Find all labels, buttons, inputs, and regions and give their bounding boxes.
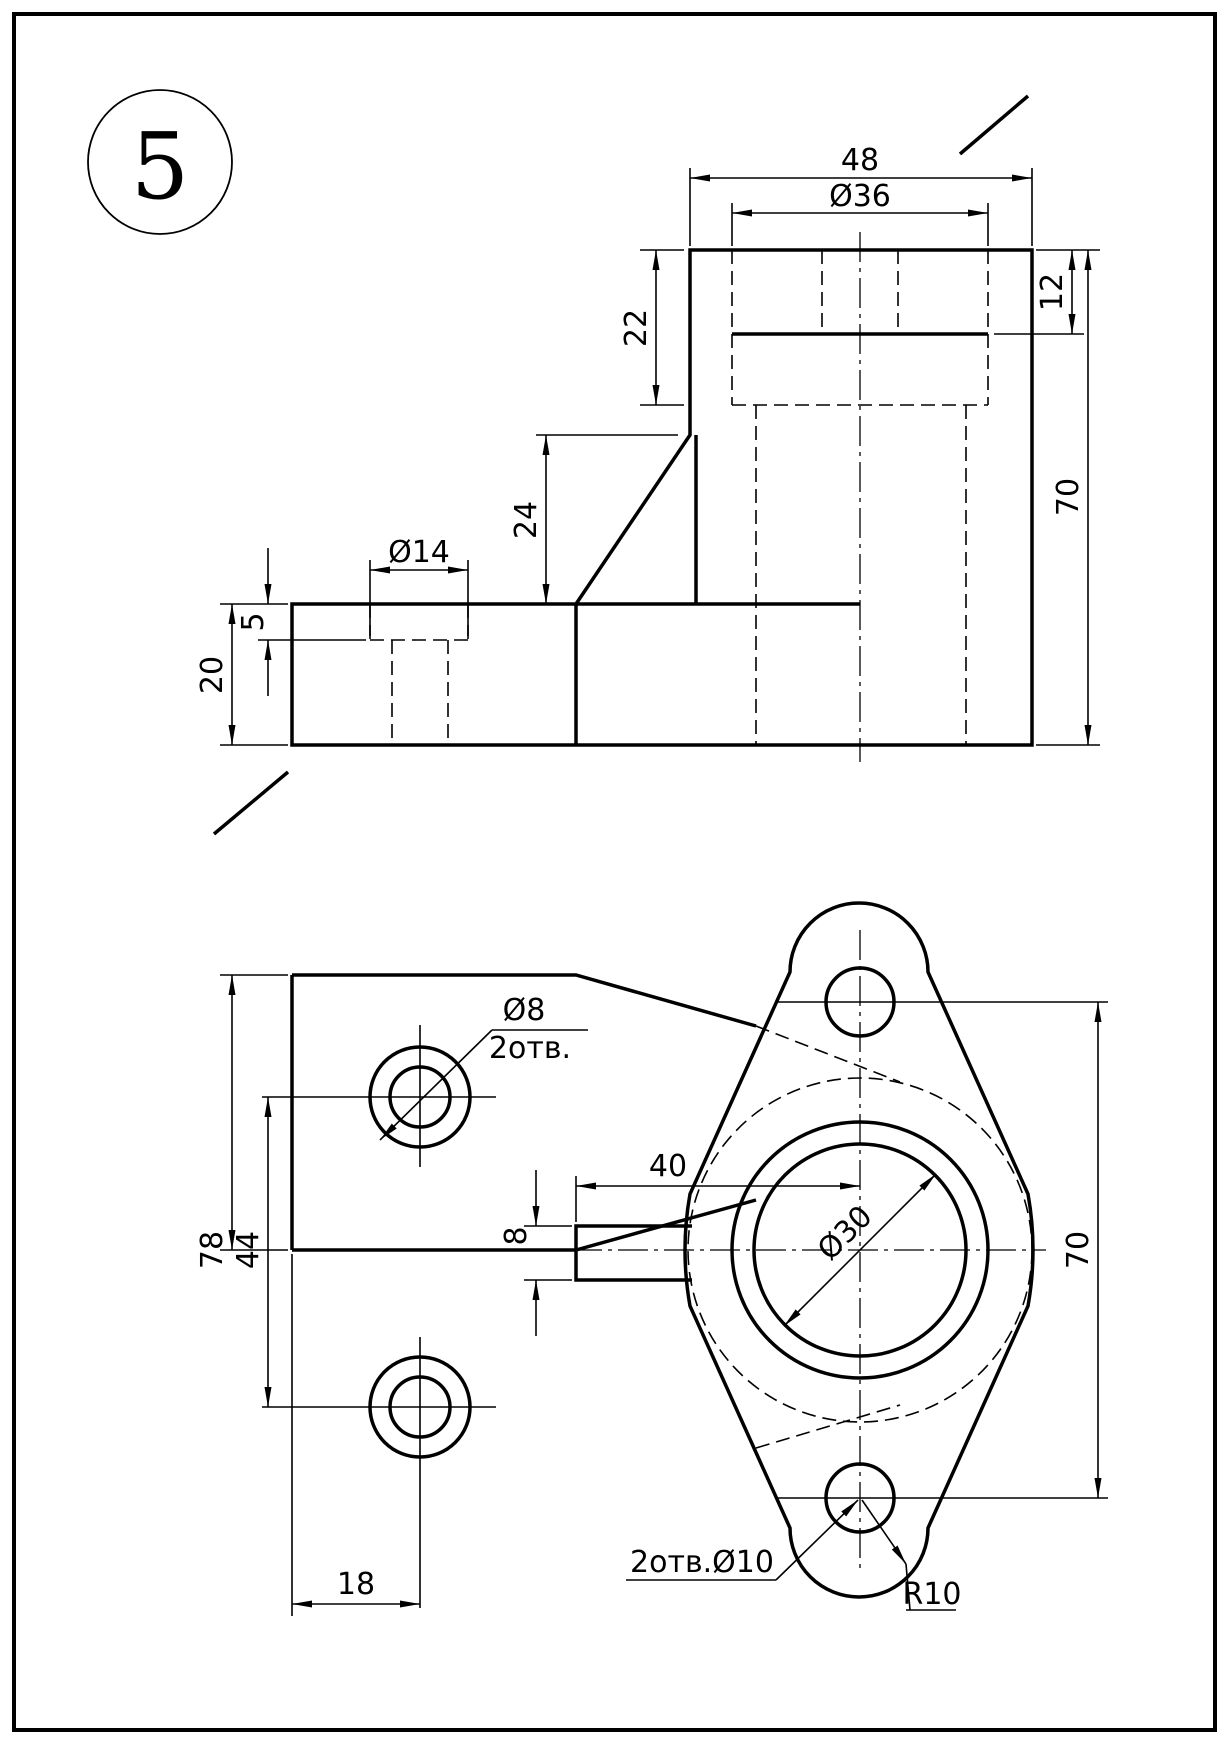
dim-2-holes-dia-10: 2отв.Ø10 <box>626 1499 859 1581</box>
dim-8: 8 <box>499 1170 572 1336</box>
dim-78-label: 78 <box>195 1231 230 1269</box>
section-mark-top-right <box>958 94 1030 156</box>
dim-20: 20 <box>195 604 288 746</box>
dim-24-label: 24 <box>509 501 544 539</box>
front-hidden-lines <box>369 250 989 745</box>
dim-5-label: 5 <box>236 612 271 631</box>
dim-70-top-label: 70 <box>1061 1231 1096 1269</box>
dim-12-label: 12 <box>1035 273 1070 311</box>
dim-44: 44 <box>231 1096 296 1408</box>
dim-78: 78 <box>195 974 288 1269</box>
dim-40-label: 40 <box>649 1149 687 1184</box>
top-hidden-edge-upper <box>755 1025 901 1083</box>
top-flange-contour <box>683 901 1035 1599</box>
top-view: Ø8 2отв. 40 8 Ø30 78 <box>195 901 1108 1616</box>
dim-24: 24 <box>509 434 678 604</box>
dim-48-label: 48 <box>841 143 879 178</box>
dim-22: 22 <box>619 249 684 406</box>
front-view-outline <box>290 248 1034 747</box>
dim-2-holes-dia-10-label: 2отв.Ø10 <box>630 1545 774 1580</box>
dim-18: 18 <box>291 1254 420 1616</box>
section-mark-bottom-left <box>212 770 290 836</box>
dim-r-10: R10 <box>861 1499 962 1612</box>
top-rib-outline <box>574 1224 692 1282</box>
front-view: 48 Ø36 22 12 70 <box>195 143 1100 762</box>
top-hidden-edge-lower <box>755 1404 901 1449</box>
dim-dia-36-label: Ø36 <box>829 179 891 214</box>
dim-dia-30-label: Ø30 <box>811 1199 879 1267</box>
dim-70-front-label: 70 <box>1051 478 1086 516</box>
dim-12: 12 <box>994 249 1100 335</box>
dim-dia-14: Ø14 <box>369 535 469 636</box>
dim-70-top: 70 <box>1061 1002 1102 1498</box>
sheet-number-badge: 5 <box>87 89 233 235</box>
dim-48: 48 <box>689 143 1033 246</box>
sheet-number: 5 <box>131 113 190 220</box>
dim-44-label: 44 <box>231 1231 266 1269</box>
dim-dia-14-label: Ø14 <box>388 535 450 570</box>
sheet-number-circle <box>87 89 233 235</box>
dim-70-front: 70 <box>1036 250 1100 746</box>
dim-22-label: 22 <box>619 309 654 347</box>
dim-dia-36: Ø36 <box>731 179 989 246</box>
dim-18-label: 18 <box>337 1567 375 1602</box>
dim-r-10-label: R10 <box>902 1577 961 1612</box>
dim-2-holes-label: 2отв. <box>489 1031 571 1066</box>
dim-dia-8: Ø8 2отв. <box>379 993 588 1141</box>
dim-20-label: 20 <box>195 656 230 694</box>
dim-dia-8-label: Ø8 <box>503 993 546 1028</box>
sheet-frame <box>12 12 1217 1732</box>
dim-8-label: 8 <box>499 1226 534 1245</box>
